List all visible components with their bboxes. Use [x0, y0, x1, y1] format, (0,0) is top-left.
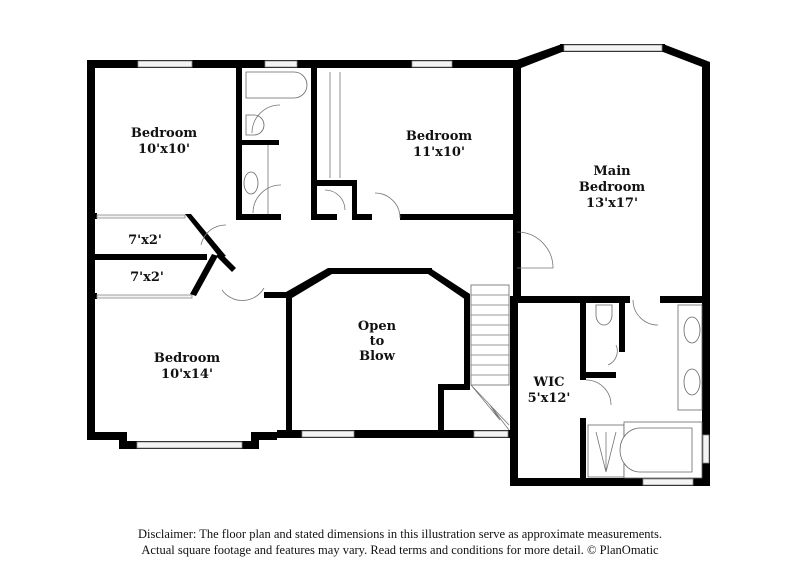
main-bedroom-name-1: Main [593, 164, 631, 179]
closet-2-dims: 7'x2' [130, 270, 164, 285]
closet-1-dims: 7'x2' [128, 233, 162, 248]
wic-dims: 5'x12' [528, 391, 571, 406]
main-bedroom-dims: 13'x17' [586, 196, 638, 211]
bedroom-2-dims: 11'x10' [413, 145, 465, 160]
disclaimer-line-1: Disclaimer: The floor plan and stated di… [138, 527, 662, 541]
bedroom-1-name: Bedroom [131, 126, 198, 141]
fixtures [96, 71, 703, 479]
exterior-walls [87, 44, 710, 486]
disclaimer: Disclaimer: The floor plan and stated di… [0, 526, 800, 558]
wic-name: WIC [532, 375, 564, 390]
open-to-below-line1: Open [358, 319, 397, 334]
bedroom-2-name: Bedroom [406, 129, 473, 144]
bedroom-3-dims: 10'x14' [161, 367, 213, 382]
open-to-below-line3: Blow [359, 349, 396, 364]
open-to-below-line2: to [370, 334, 385, 349]
room-labels: Bedroom 10'x10' Bedroom 11'x10' Main Bed… [128, 126, 645, 406]
interior-walls [87, 60, 710, 484]
windows [136, 44, 710, 486]
disclaimer-line-2: Actual square footage and features may v… [141, 543, 659, 557]
bedroom-1-dims: 10'x10' [138, 142, 190, 157]
main-bedroom-name-2: Bedroom [579, 180, 646, 195]
bedroom-3-name: Bedroom [154, 351, 221, 366]
